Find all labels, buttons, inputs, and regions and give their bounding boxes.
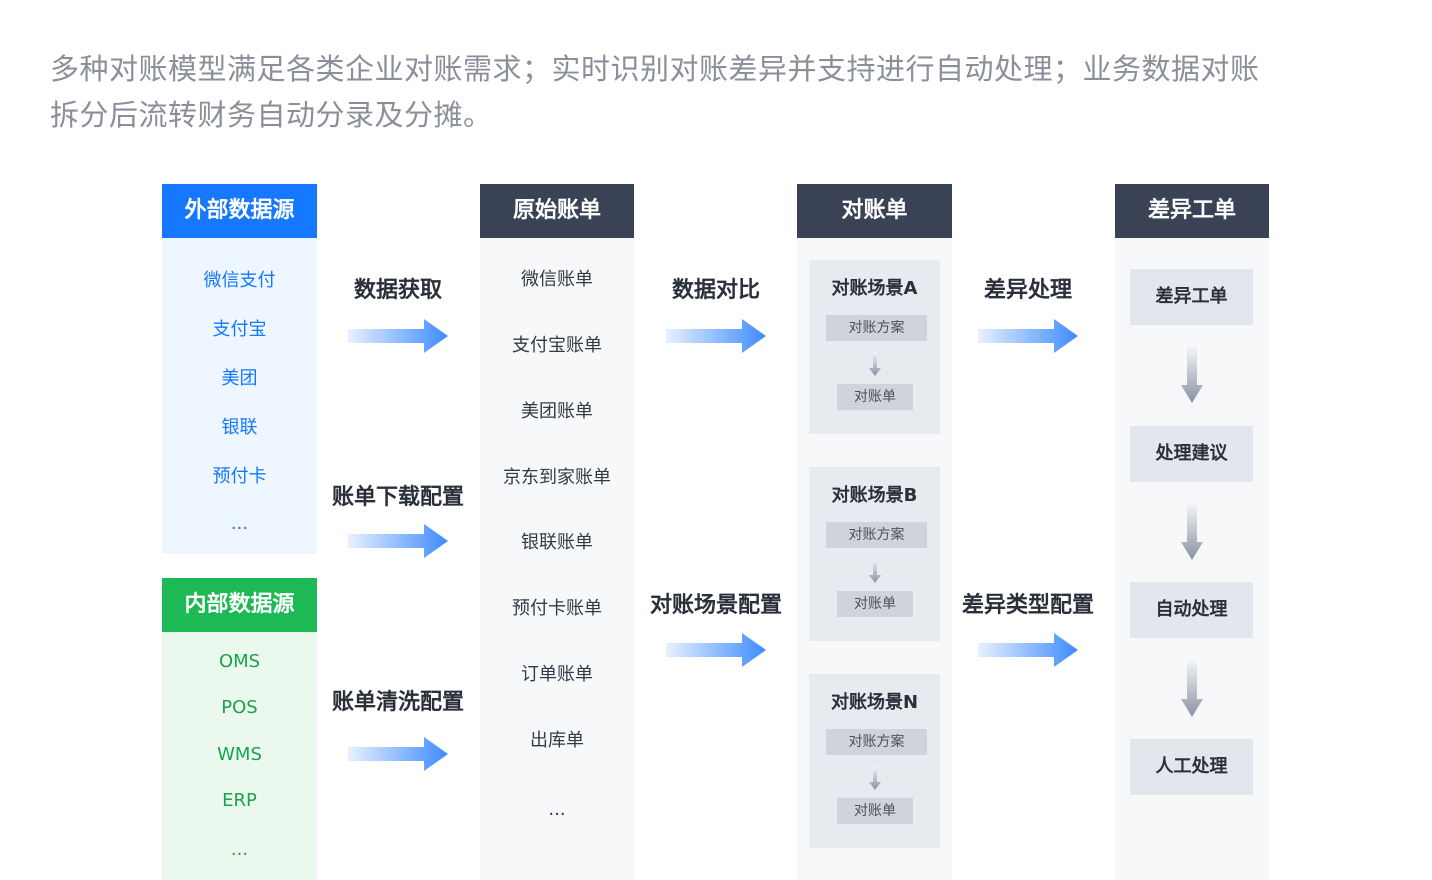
source-item: 预付卡 [212, 466, 267, 487]
right-arrow-icon [666, 319, 766, 353]
source-item: ... [230, 839, 249, 860]
source-item: 银联 [221, 417, 258, 438]
step-data-fetch: 数据获取 [353, 278, 442, 303]
step-diff-type-config: 差异类型配置 [961, 593, 1094, 618]
internal-sources-header: 内部数据源 [162, 578, 317, 632]
scene-plan: 对账方案 [826, 315, 927, 341]
source-item: WMS [217, 744, 262, 765]
raw-bill-item: 订单账单 [521, 664, 593, 685]
step-diff-handling: 差异处理 [983, 278, 1072, 303]
down-arrow-icon [869, 766, 881, 790]
issue-step: 处理建议 [1130, 426, 1253, 482]
source-item: 微信支付 [203, 270, 276, 291]
right-arrow-icon [348, 319, 448, 353]
internal-sources-panel: OMS POS WMS ERP ... [162, 632, 317, 880]
issues-header: 差异工单 [1115, 184, 1269, 238]
recon-scene-a: 对账场景A 对账方案 对账单 [809, 260, 940, 434]
raw-bill-item: 出库单 [530, 730, 584, 751]
recon-header: 对账单 [797, 184, 952, 238]
scene-title: 对账场景N [830, 692, 919, 713]
down-arrow-icon [1181, 347, 1203, 403]
raw-bill-item: 支付宝账单 [512, 335, 602, 356]
step-bill-download-config: 账单下载配置 [331, 485, 464, 510]
raw-bill-item: 微信账单 [521, 269, 593, 290]
raw-bill-item: 京东到家账单 [503, 467, 611, 488]
intro-line-2: 拆分后流转财务自动分录及分摊。 [50, 98, 493, 132]
raw-bill-item: 美团账单 [521, 401, 593, 422]
intro-line-1: 多种对账模型满足各类企业对账需求；实时识别对账差异并支持进行自动处理；业务数据对… [50, 52, 1260, 86]
step-data-compare: 数据对比 [671, 278, 760, 303]
source-item: 美团 [221, 368, 258, 389]
down-arrow-icon [1181, 504, 1203, 560]
external-sources-panel: 微信支付 支付宝 美团 银联 预付卡 ... [162, 238, 317, 554]
source-item: 支付宝 [212, 319, 267, 340]
step-bill-cleaning-config: 账单清洗配置 [331, 690, 464, 715]
right-arrow-icon [978, 633, 1078, 667]
right-arrow-icon [978, 319, 1078, 353]
down-arrow-icon [869, 559, 881, 583]
source-item: POS [221, 697, 258, 718]
scene-title: 对账场景B [831, 485, 918, 506]
recon-scene-b: 对账场景B 对账方案 对账单 [809, 467, 940, 641]
scene-plan: 对账方案 [826, 522, 927, 548]
raw-bill-item: ... [548, 799, 566, 820]
scene-bill: 对账单 [837, 384, 913, 410]
scene-title: 对账场景A [831, 278, 918, 299]
source-item: OMS [218, 651, 261, 672]
raw-bills-header: 原始账单 [480, 184, 634, 238]
intro-text: 多种对账模型满足各类企业对账需求；实时识别对账差异并支持进行自动处理；业务数据对… [50, 46, 1390, 138]
right-arrow-icon [666, 633, 766, 667]
source-item: ERP [222, 790, 257, 811]
raw-bill-item: 预付卡账单 [512, 598, 602, 619]
step-recon-scene-config: 对账场景配置 [649, 593, 782, 618]
scene-bill: 对账单 [837, 591, 913, 617]
issue-step: 差异工单 [1130, 269, 1253, 325]
issue-step: 自动处理 [1130, 582, 1253, 638]
external-sources-header: 外部数据源 [162, 184, 317, 238]
source-item: ... [230, 513, 249, 534]
down-arrow-icon [869, 352, 881, 376]
issue-step: 人工处理 [1130, 739, 1253, 795]
recon-scene-n: 对账场景N 对账方案 对账单 [809, 674, 940, 848]
scene-bill: 对账单 [837, 798, 913, 824]
right-arrow-icon [348, 737, 448, 771]
right-arrow-icon [348, 524, 448, 558]
scene-plan: 对账方案 [826, 729, 927, 755]
raw-bills-panel: 微信账单 支付宝账单 美团账单 京东到家账单 银联账单 预付卡账单 订单账单 出… [480, 238, 634, 880]
raw-bill-item: 银联账单 [521, 532, 593, 553]
down-arrow-icon [1181, 661, 1203, 717]
